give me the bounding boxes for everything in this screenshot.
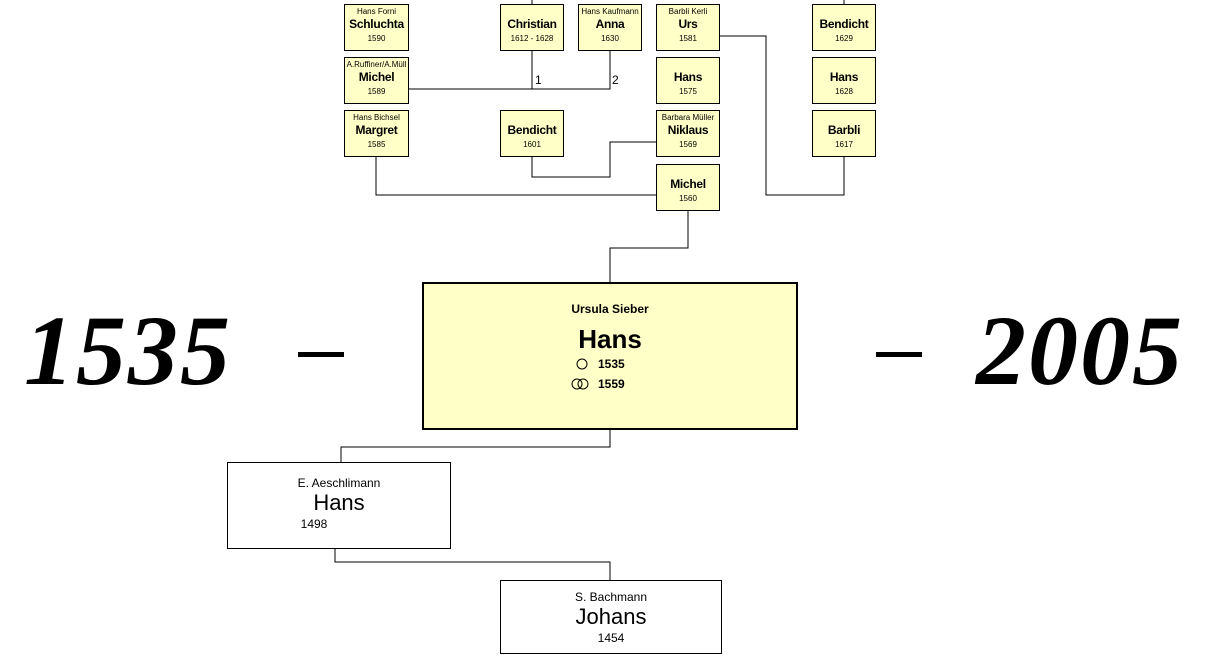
- person-name: Bendicht: [507, 123, 557, 137]
- spouse-name: Barbli Kerli: [668, 7, 708, 16]
- person-card-schluchta[interactable]: Hans Forni Schluchta 1590: [344, 4, 409, 51]
- spouse-name: Hans Kaufmann: [581, 7, 639, 16]
- ancestor-card-2[interactable]: S. Bachmann Johans 1454: [500, 580, 722, 654]
- person-year: 1630: [601, 34, 619, 43]
- center-person-name: Hans: [578, 324, 642, 354]
- person-name: Niklaus: [667, 123, 709, 137]
- marriage-label-1: 1: [535, 73, 542, 87]
- end-year: 2005: [976, 295, 1184, 406]
- person-year: 1575: [679, 87, 697, 96]
- person-name: Margret: [355, 123, 398, 137]
- person-name: Christian: [507, 17, 557, 31]
- circle-icon: [576, 358, 588, 370]
- ancestor-year: 1498: [300, 517, 328, 531]
- marriage-label-2: 2: [612, 73, 619, 87]
- person-year: 1581: [679, 34, 697, 43]
- spouse-name: [657, 167, 719, 176]
- person-year: 1569: [679, 140, 697, 149]
- start-dash: [298, 352, 344, 357]
- person-card-bendicht-1601[interactable]: Bendicht 1601: [500, 110, 564, 157]
- person-year: 1585: [367, 140, 386, 149]
- person-year: 1560: [679, 194, 697, 203]
- spouse-name: [813, 113, 875, 122]
- spouse-name: [813, 7, 875, 16]
- ancestor-spouse-name: S. Bachmann: [574, 590, 648, 604]
- person-name: Barbli: [827, 123, 861, 137]
- person-card-christian[interactable]: Christian 1612 - 1628: [500, 4, 564, 51]
- end-dash: [876, 352, 922, 357]
- spouse-name: Hans Forni: [356, 7, 397, 16]
- ancestor-name: Hans: [313, 490, 365, 515]
- spouse-name: [501, 7, 563, 16]
- person-card-barbli[interactable]: Barbli 1617: [812, 110, 876, 157]
- person-name: Hans: [673, 70, 703, 84]
- person-card-michel-1589[interactable]: A.Ruffiner/A.Müll Michel 1589: [344, 57, 409, 104]
- person-name: Urs: [678, 17, 698, 31]
- person-card-margret[interactable]: Hans Bichsel Margret 1585: [344, 110, 409, 157]
- center-person-card[interactable]: Ursula Sieber Hans 1535 1559: [422, 282, 798, 430]
- person-card-bendicht-1629[interactable]: Bendicht 1629: [812, 4, 876, 51]
- center-marriage-year: 1559: [598, 377, 625, 391]
- person-card-hans-1575[interactable]: Hans 1575: [656, 57, 720, 104]
- person-name: Michel: [358, 70, 395, 84]
- ancestor-name: Johans: [575, 604, 647, 629]
- rings-icon: [571, 378, 589, 390]
- person-card-anna[interactable]: Hans Kaufmann Anna 1630: [578, 4, 642, 51]
- spouse-name: A.Ruffiner/A.Müll: [346, 60, 407, 69]
- person-name: Michel: [670, 177, 706, 191]
- person-year: 1601: [523, 140, 541, 149]
- person-year: 1617: [835, 140, 853, 149]
- person-card-urs[interactable]: Barbli Kerli Urs 1581: [656, 4, 720, 51]
- person-year: 1589: [367, 87, 386, 96]
- person-card-michel-1560[interactable]: Michel 1560: [656, 164, 720, 211]
- spouse-name: Hans Bichsel: [353, 113, 400, 122]
- person-year: 1590: [367, 34, 386, 43]
- person-name: Anna: [595, 17, 625, 31]
- person-card-hans-1628[interactable]: Hans 1628: [812, 57, 876, 104]
- center-spouse-name: Ursula Sieber: [571, 302, 649, 316]
- spouse-name: [657, 60, 719, 69]
- ancestor-card-1[interactable]: E. Aeschlimann Hans 1498: [227, 462, 451, 549]
- spouse-name: [501, 113, 563, 122]
- spouse-name: Barbara Müller: [661, 113, 715, 122]
- spouse-name: [813, 60, 875, 69]
- person-name: Bendicht: [819, 17, 869, 31]
- person-name: Schluchta: [349, 17, 404, 31]
- person-year: 1628: [835, 87, 853, 96]
- ancestor-year: 1454: [597, 631, 625, 645]
- person-year: 1612 - 1628: [510, 34, 554, 43]
- center-birth-year: 1535: [598, 357, 625, 371]
- person-card-niklaus[interactable]: Barbara Müller Niklaus 1569: [656, 110, 720, 157]
- person-year: 1629: [835, 34, 853, 43]
- person-name: Hans: [829, 70, 859, 84]
- start-year: 1535: [24, 295, 232, 406]
- ancestor-spouse-name: E. Aeschlimann: [297, 476, 381, 490]
